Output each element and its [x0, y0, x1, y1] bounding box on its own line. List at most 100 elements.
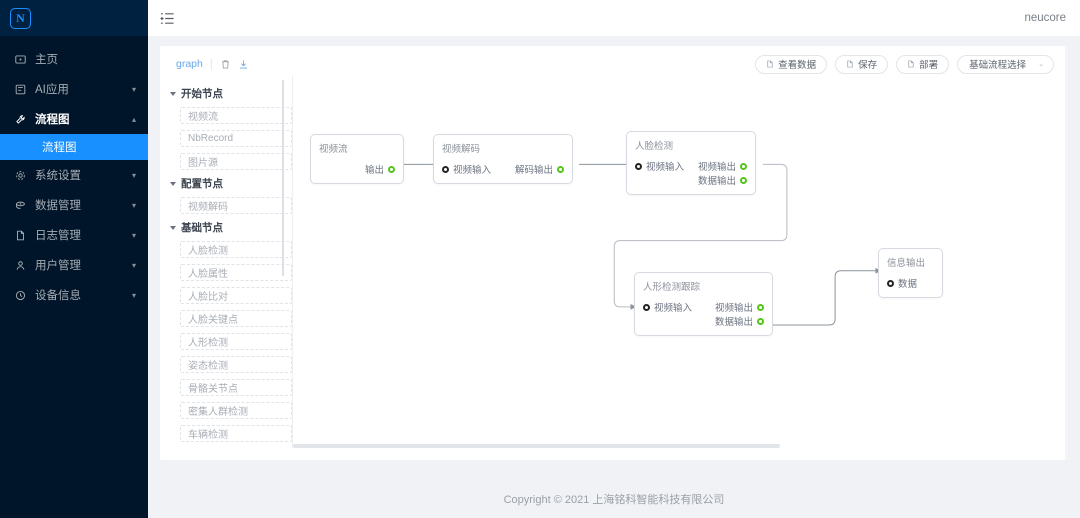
flow-node[interactable]: 视频解码 视频输入 解码输出: [433, 134, 573, 184]
palette-item[interactable]: NbRecord: [180, 130, 292, 147]
deploy-button[interactable]: 部署: [896, 54, 950, 74]
palette-item[interactable]: 人形检测: [180, 333, 292, 350]
canvas-horizontal-scrollbar[interactable]: [293, 444, 780, 448]
sidebar-item-flowchart[interactable]: 流程图 ▴: [0, 104, 148, 134]
chevron-up-icon: ▴: [131, 114, 136, 124]
output-port[interactable]: 视频输出: [698, 159, 747, 173]
palette-item[interactable]: 人脸检测: [180, 241, 292, 258]
sidebar-item-home[interactable]: 主页: [0, 44, 148, 74]
output-port-dot-icon[interactable]: [740, 176, 747, 184]
download-icon[interactable]: [238, 59, 249, 70]
node-port-row: 数据: [887, 276, 934, 290]
sidebar-item-label: 数据管理: [35, 200, 81, 212]
output-port[interactable]: 解码输出: [515, 162, 564, 176]
input-port-dot-icon[interactable]: [643, 303, 650, 311]
output-port-dot-icon[interactable]: [740, 162, 747, 170]
port-label: 数据输出: [697, 176, 736, 187]
port-label: 数据输出: [714, 317, 753, 328]
sidebar-item-label: 用户管理: [35, 260, 81, 272]
graph-name-label[interactable]: graph: [176, 58, 203, 70]
input-port[interactable]: 视频输入: [635, 159, 684, 173]
flow-node[interactable]: 人形检测跟踪 视频输入 视频输出: [634, 272, 773, 336]
palette-item[interactable]: 人脸比对: [180, 287, 292, 304]
palette-item[interactable]: 人脸属性: [180, 264, 292, 281]
port-label: 视频输入: [654, 303, 693, 314]
sidebar-item-label: 日志管理: [35, 230, 81, 242]
output-port[interactable]: 数据输出: [715, 314, 764, 328]
sidebar-item-label: 系统设置: [35, 170, 81, 182]
node-port-row: 视频输入 视频输出: [635, 159, 747, 173]
output-port[interactable]: 视频输出: [715, 300, 764, 314]
input-port-dot-icon[interactable]: [635, 162, 642, 170]
user-icon: [14, 259, 27, 272]
chevron-down-icon: ▾: [131, 260, 136, 270]
appstore-icon: [14, 83, 27, 96]
palette-group-header[interactable]: 基础节点: [170, 220, 292, 235]
output-port-dot-icon[interactable]: [388, 165, 395, 173]
palette-group-label: 基础节点: [181, 222, 223, 234]
sidebar-item-data-management[interactable]: 数据管理 ▾: [0, 190, 148, 220]
palette-item[interactable]: 人脸关键点: [180, 310, 292, 327]
sidebar-item-system-settings[interactable]: 系统设置 ▾: [0, 160, 148, 190]
panel-body: 开始节点 视频流 NbRecord 图片源 配置节点 视频解码 基础节点: [160, 46, 1068, 460]
sidebar-item-ai-apps[interactable]: AI应用 ▾: [0, 74, 148, 104]
palette-item[interactable]: 视频解码: [180, 197, 292, 214]
deploy-label: 部署: [919, 60, 939, 71]
sidebar-subitem-label: 流程图: [42, 142, 77, 154]
chevron-down-icon: [170, 91, 176, 96]
palette-item[interactable]: 姿态检测: [180, 356, 292, 373]
flow-node[interactable]: 信息输出 数据: [878, 248, 943, 298]
palette-item[interactable]: 骨骼关节点: [180, 379, 292, 396]
current-user-label[interactable]: neucore: [1024, 12, 1066, 24]
save-button[interactable]: 保存: [835, 54, 889, 74]
sidebar-item-label: AI应用: [35, 84, 69, 96]
palette-item[interactable]: 图片源: [180, 153, 292, 170]
palette-item[interactable]: 车辆检测: [180, 425, 292, 442]
graph-toolbar-left: graph |: [176, 58, 249, 70]
flow-node[interactable]: 人脸检测 视频输入 视频输出: [626, 131, 756, 195]
output-port-dot-icon[interactable]: [757, 303, 764, 311]
node-title: 人脸检测: [635, 141, 674, 152]
sidebar-item-log-management[interactable]: 日志管理 ▾: [0, 220, 148, 250]
palette-group-header[interactable]: 开始节点: [170, 86, 292, 101]
port-label: 视频输出: [697, 162, 736, 173]
sidebar-item-label: 流程图: [35, 114, 70, 126]
sidebar-item-device-info[interactable]: 设备信息 ▾: [0, 280, 148, 310]
input-port[interactable]: 视频输入: [442, 162, 491, 176]
palette-scrollbar[interactable]: [282, 80, 284, 276]
sidebar-item-user-management[interactable]: 用户管理 ▾: [0, 250, 148, 280]
flow-canvas[interactable]: 视频流 输出 视频解码: [292, 76, 1066, 448]
chevron-down-icon: ▾: [131, 170, 136, 180]
palette-item[interactable]: 视频流: [180, 107, 292, 124]
view-data-button[interactable]: 查看数据: [755, 54, 828, 74]
port-label: 视频输出: [714, 303, 753, 314]
input-port-dot-icon[interactable]: [442, 165, 449, 173]
node-title: 视频流: [319, 144, 348, 155]
output-port-dot-icon[interactable]: [757, 317, 764, 325]
input-port-dot-icon[interactable]: [887, 279, 894, 287]
menu-fold-icon[interactable]: [160, 11, 175, 26]
node-port-row: 视频输入 解码输出: [442, 162, 564, 176]
panel-vertical-scrollbar[interactable]: [1065, 46, 1068, 460]
topbar: neucore: [148, 0, 1080, 36]
sidebar-subitem-flowchart[interactable]: 流程图: [0, 134, 148, 160]
trash-icon[interactable]: [220, 59, 231, 70]
palette-group-header[interactable]: 配置节点: [170, 176, 292, 191]
input-port[interactable]: 视频输入: [643, 300, 692, 314]
app-logo[interactable]: N: [0, 0, 148, 36]
flow-node[interactable]: 视频流 输出: [310, 134, 404, 184]
input-port[interactable]: 数据: [887, 276, 917, 290]
home-icon: [14, 53, 27, 66]
file-icon: [14, 229, 27, 242]
view-data-label: 查看数据: [778, 60, 817, 71]
flow-select-dropdown[interactable]: 基础流程选择 ⌄: [957, 54, 1054, 74]
database-icon: [14, 199, 27, 212]
output-port-dot-icon[interactable]: [557, 165, 564, 173]
sidebar-item-label: 主页: [35, 54, 58, 66]
chevron-down-icon: [170, 225, 176, 230]
chevron-down-icon: ⌄: [1038, 61, 1044, 68]
output-port[interactable]: 数据输出: [698, 173, 747, 187]
footer: Copyright © 2021 上海铭科智能科技有限公司: [148, 480, 1080, 518]
output-port[interactable]: 输出: [365, 162, 395, 176]
palette-item[interactable]: 密集人群检测: [180, 402, 292, 419]
